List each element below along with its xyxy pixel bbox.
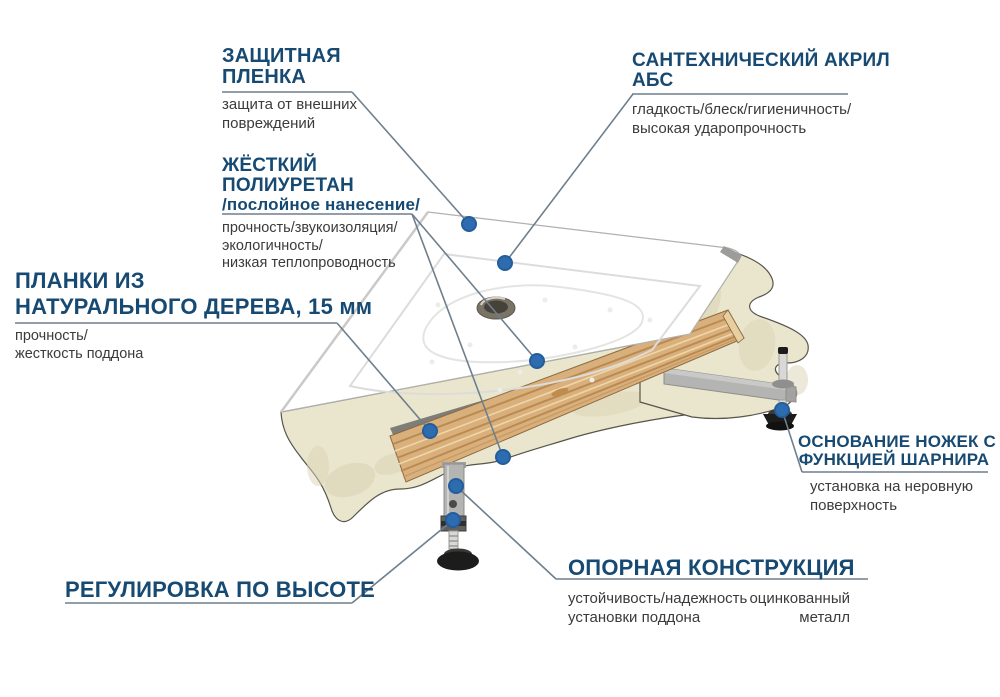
leader-dot-wood (422, 423, 438, 439)
label-desc-line: установки поддона (568, 609, 701, 626)
label-title-line: ФУНКЦИЕЙ ШАРНИРА (798, 450, 990, 469)
leader-line-height-adjust (351, 519, 454, 604)
label-title-line: НАТУРАЛЬНОГО ДЕРЕВА, 15 мм (15, 294, 373, 319)
label-sanitary-acrylic: САНТЕХНИЧЕСКИЙ АКРИЛ АБС гладкость/блеск… (632, 51, 890, 138)
leg-foot (437, 551, 479, 571)
label-leg-base-hinge-desc: установка на неровную поверхность (810, 477, 973, 515)
label-title-line: /послойное нанесение/ (222, 195, 421, 214)
film-edge (279, 211, 430, 413)
label-underlines (15, 91, 988, 604)
label-title-line: ЖЁСТКИЙ (222, 155, 318, 176)
leader-dot-feet (774, 402, 790, 418)
leader-dot-acrylic (497, 255, 513, 271)
label-title-line: САНТЕХНИЧЕСКИЙ АКРИЛ (632, 50, 890, 71)
leader-line-film (351, 91, 470, 225)
label-support-structure: ОПОРНАЯ КОНСТРУКЦИЯ устойчивость/надежно… (568, 555, 855, 627)
label-desc-line: жесткость поддона (15, 345, 144, 362)
label-desc-line: низкая теплопроводность (222, 255, 396, 271)
label-title-line: ПЛАНКИ ИЗ (15, 268, 145, 293)
leader-line-support (455, 485, 557, 580)
leader-dot-film (461, 216, 477, 232)
leader-line-polyurethane-a (411, 213, 538, 362)
leader-line-feet (781, 409, 803, 473)
label-desc-line: металл (799, 609, 850, 626)
label-title-line: РЕГУЛИРОВКА ПО ВЫСОТЕ (65, 577, 375, 602)
leader-dots (422, 216, 790, 528)
leader-lines (336, 91, 803, 604)
acrylic-tray-top (279, 211, 742, 413)
label-title-line: ПЛЕНКА (222, 66, 307, 88)
support-desc-left: устойчивость/надежность установки поддон… (568, 589, 747, 627)
label-desc-line: поверхность (810, 497, 898, 514)
wood-plank (389, 309, 745, 483)
label-rigid-polyurethane: ЖЁСТКИЙ ПОЛИУРЕТАН /послойное нанесение/… (222, 156, 420, 273)
support-frame (663, 367, 797, 403)
label-desc-line: оцинкованный (749, 590, 850, 607)
leader-dot-polyurethane-b (495, 449, 511, 465)
label-desc-line: прочность/звукоизоляция/ (222, 220, 398, 236)
leader-dot-height-adjust (445, 512, 461, 528)
label-desc-line: экологичность/ (222, 237, 323, 254)
label-desc-line: гладкость/блеск/гигиеничность/ (632, 101, 852, 118)
label-title-line: ПОЛИУРЕТАН (222, 175, 354, 196)
label-protective-film: ЗАЩИТНАЯ ПЛЕНКА защита от внешних повреж… (222, 46, 357, 133)
label-desc-line: прочность/ (15, 328, 88, 344)
label-desc-line: повреждений (222, 115, 316, 132)
label-title-line: АБС (632, 70, 674, 91)
label-title-line: ОПОРНАЯ КОНСТРУКЦИЯ (568, 555, 855, 580)
label-desc-line: установка на неровную (810, 478, 973, 495)
label-desc-line: высокая ударопрочность (632, 120, 807, 137)
label-height-adjustment: РЕГУЛИРОВКА ПО ВЫСОТЕ (65, 577, 375, 603)
label-title-line: ЗАЩИТНАЯ (222, 45, 341, 67)
leader-line-polyurethane-b (411, 213, 504, 458)
leader-line-wood (336, 322, 431, 432)
label-desc-line: защита от внешних (222, 96, 357, 113)
leader-dot-polyurethane-a (529, 353, 545, 369)
label-wood-planks: ПЛАНКИ ИЗ НАТУРАЛЬНОГО ДЕРЕВА, 15 мм про… (15, 268, 372, 363)
leader-line-acrylic (504, 93, 634, 264)
label-leg-base-hinge: ОСНОВАНИЕ НОЖЕК С ФУНКЦИЕЙ ШАРНИРА (798, 432, 997, 469)
rim-trim (720, 246, 742, 263)
drain-hole (476, 296, 516, 320)
label-title-line: ОСНОВАНИЕ НОЖЕК С (798, 432, 997, 451)
label-desc-line: устойчивость/надежность (568, 590, 748, 607)
leader-dot-support (448, 478, 464, 494)
support-desc-right: оцинкованный металл (749, 589, 850, 627)
